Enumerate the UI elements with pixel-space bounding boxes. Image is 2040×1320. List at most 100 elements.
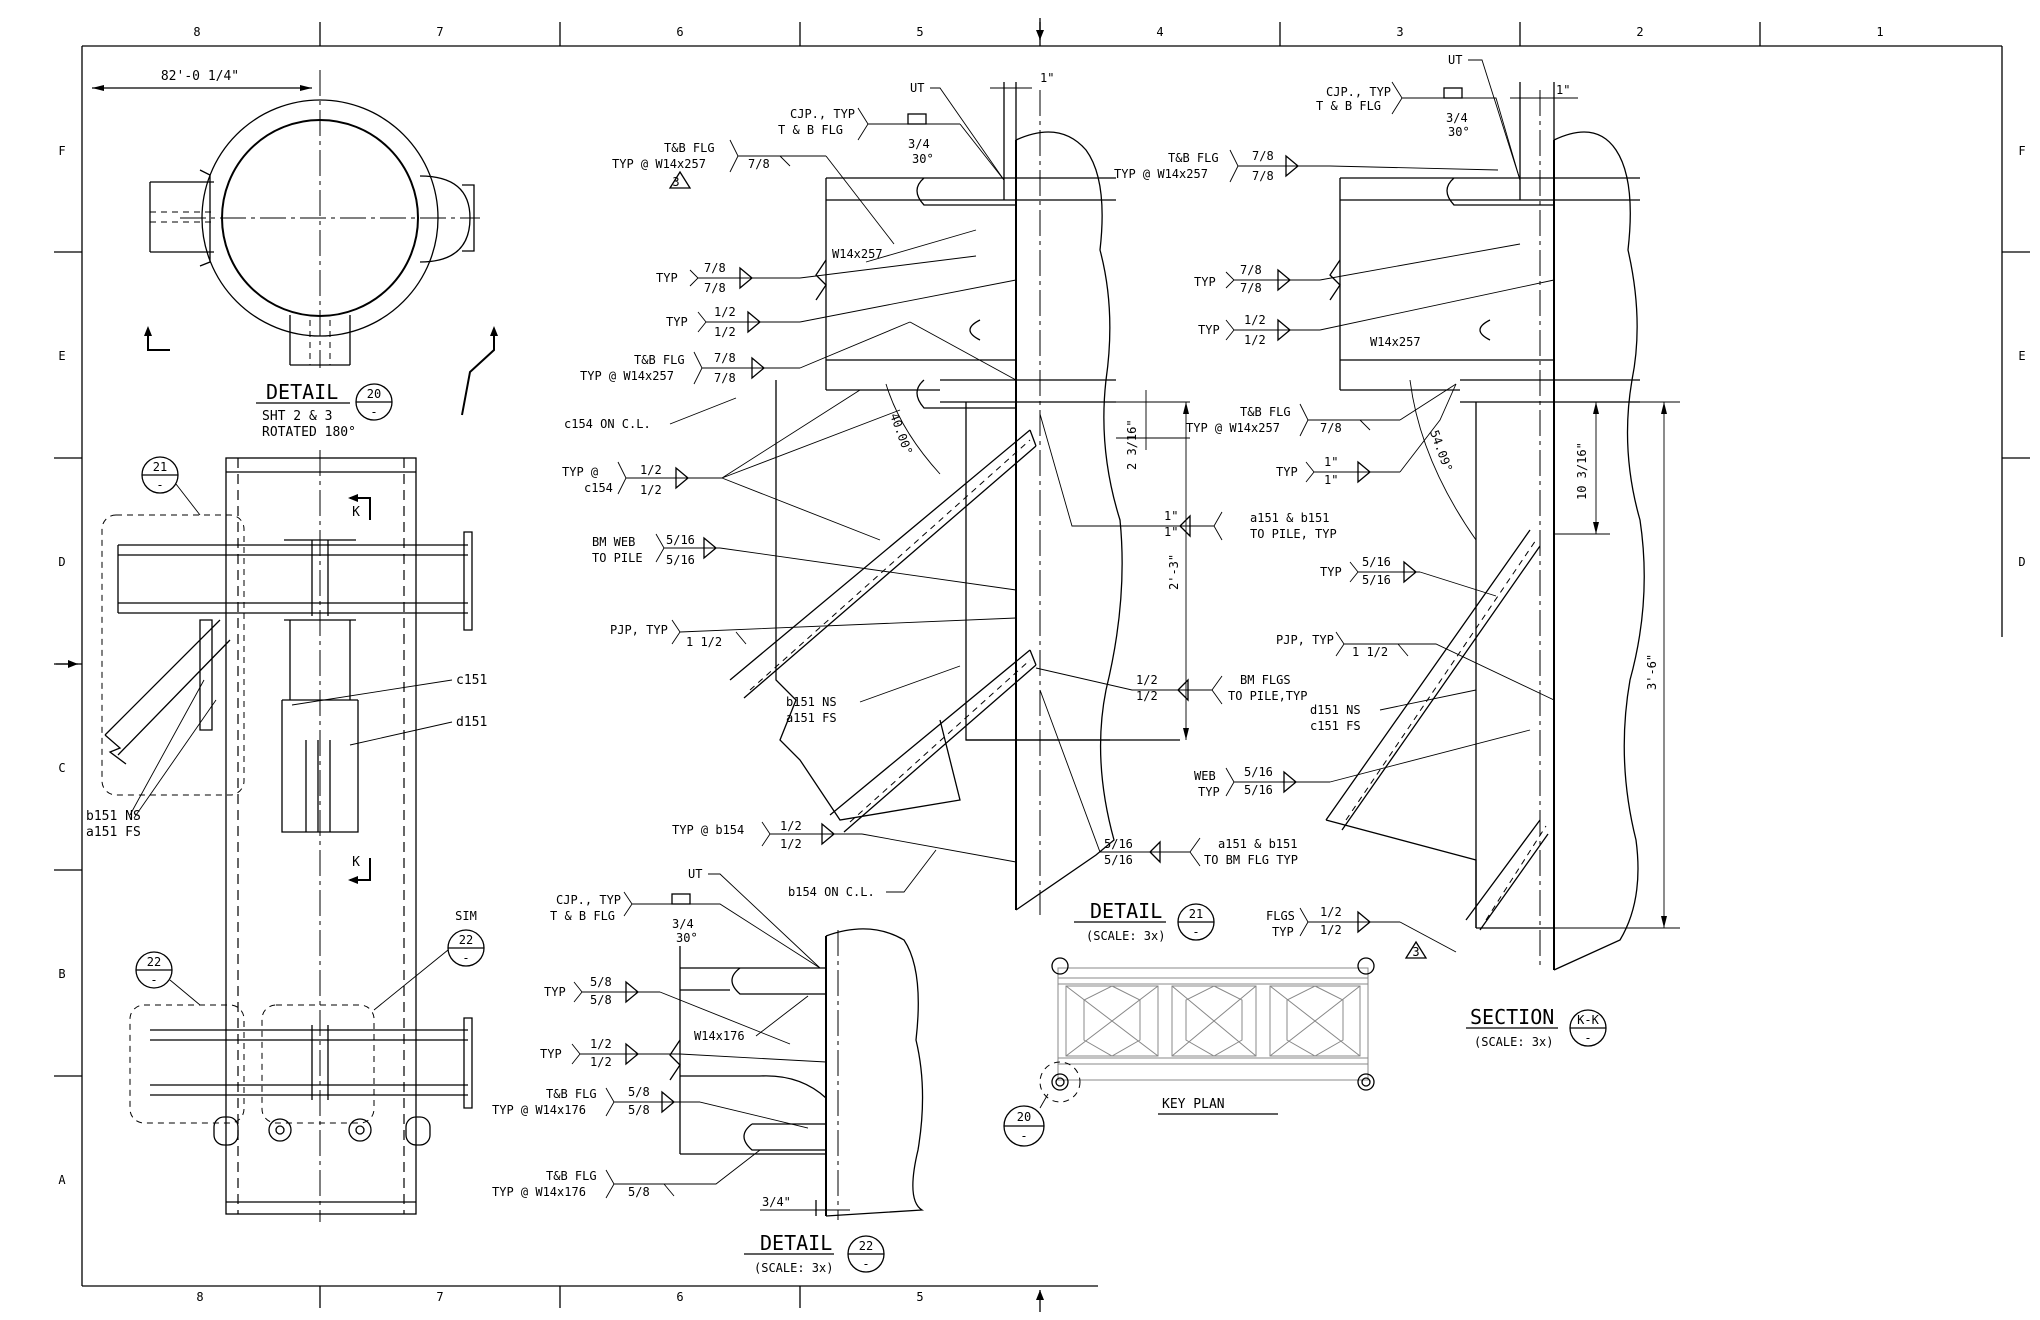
detail-20-bubble-num: 20 (367, 387, 381, 401)
d22-ut: UT (688, 867, 702, 881)
dim-2-3: 2'-3" (1167, 554, 1181, 590)
row-label: E (58, 349, 65, 363)
d22-w3-bb: 5/8 (628, 1103, 650, 1117)
kk-w3-b: 1/2 (1244, 333, 1266, 347)
d21-a151: a151 FS (786, 711, 837, 725)
d21-w10-b: 5/16 (1104, 853, 1133, 867)
d22-w4-a: T&B FLG (546, 1169, 597, 1183)
d21-w8-a: BM FLGS (1240, 673, 1291, 687)
col-label: 2 (1636, 25, 1643, 39)
zone-labels: 8 7 6 5 4 3 2 1 8 7 6 5 F E D C B A F E … (58, 25, 2025, 1304)
kk-dim-10-3-16: 10 3/16" (1575, 442, 1589, 500)
d21-w6-t: 5/16 (666, 533, 695, 547)
d22-bevel: 3/4 (672, 917, 694, 931)
callout-sim-sheet: - (462, 951, 469, 965)
kk-angle: 54.09° (1427, 428, 1455, 474)
kk-w6-a: TYP (1320, 565, 1342, 579)
col-label: 8 (193, 25, 200, 39)
kk-w8-t: 1/2 (1320, 905, 1342, 919)
d22-w2-t: 1/2 (590, 1037, 612, 1051)
callout-22-sheet: - (150, 973, 157, 987)
d21-tbflg: T & B FLG (778, 123, 843, 137)
kk-pjp-v: 1 1/2 (1352, 645, 1388, 659)
d22-cjp: CJP., TYP (556, 893, 621, 907)
d21-w1-c: 7/8 (748, 157, 770, 171)
d21-w4-b: TYP @ W14x257 (580, 369, 674, 383)
row-label: C (58, 761, 65, 775)
kk-w1-a: TYP @ W14x257 (1114, 167, 1208, 181)
callout-22-num: 22 (147, 955, 161, 969)
detail-21-bubble-sheet: - (1192, 925, 1199, 939)
detail-20-title: DETAIL (266, 380, 338, 404)
label-b151: b151 NS (86, 809, 141, 824)
d22-w4-b: TYP @ W14x176 (492, 1185, 586, 1199)
kk-bevel-ang: 30° (1448, 125, 1470, 139)
d21-w4-a: T&B FLG (634, 353, 685, 367)
detail-22-scale: (SCALE: 3x) (754, 1261, 833, 1275)
kk-w2-t: 7/8 (1240, 263, 1262, 277)
d21-w6-a: BM WEB (592, 535, 635, 549)
kk-cjp: CJP., TYP (1326, 85, 1391, 99)
kk-w2-a: TYP (1194, 275, 1216, 289)
section-kk-bubble-sheet: - (1584, 1031, 1591, 1045)
d22-w14: W14x176 (694, 1029, 745, 1043)
d21-ut: UT (910, 81, 924, 95)
d22-w3-a: T&B FLG (546, 1087, 597, 1101)
row-label: E (2018, 349, 2025, 363)
col-label: 8 (196, 1290, 203, 1304)
col-label: 5 (916, 25, 923, 39)
kk-bevel: 3/4 (1446, 111, 1468, 125)
kk-w1-t: 7/8 (1252, 149, 1274, 163)
d21-w3-a: TYP (666, 315, 688, 329)
detail-21-title: DETAIL (1090, 899, 1162, 923)
kk-w3-t: 1/2 (1244, 313, 1266, 327)
d21-rev: 3 (672, 175, 679, 189)
pile-elevation: 21 - K K c151 d151 b151 NS a151 FS (86, 450, 487, 1222)
col-label: 4 (1156, 25, 1163, 39)
d21-w7-c: TO PILE, TYP (1250, 527, 1337, 541)
col-label: 7 (436, 25, 443, 39)
col-label: 3 (1396, 25, 1403, 39)
kk-w1-bb: 7/8 (1252, 169, 1274, 183)
kk-pjp: PJP, TYP (1276, 633, 1334, 647)
detail-20-bubble-sheet: - (370, 405, 377, 419)
row-label: D (58, 555, 65, 569)
d22-tbflg: T & B FLG (550, 909, 615, 923)
d22-w1-b: 5/8 (590, 993, 612, 1007)
kk-ut: UT (1448, 53, 1462, 67)
kk-w2-b: 7/8 (1240, 281, 1262, 295)
row-label: A (58, 1173, 66, 1187)
row-label: F (2018, 144, 2025, 158)
kk-c151: c151 FS (1310, 719, 1361, 733)
d21-w5-b: c154 (584, 481, 613, 495)
d21-w3-b: 1/2 (714, 325, 736, 339)
detail-22-bubble-sheet: - (862, 1257, 869, 1271)
d21-w5-bb: 1/2 (640, 483, 662, 497)
detail-22-title: DETAIL (760, 1231, 832, 1255)
kk-rev: 3 (1412, 945, 1419, 959)
d21-w6-bb: 5/16 (666, 553, 695, 567)
col-label: 1 (1876, 25, 1883, 39)
d21-c154: c154 ON C.L. (564, 417, 651, 431)
kk-w8-a: FLGS (1266, 909, 1295, 923)
key-plan-title: KEY PLAN (1162, 1097, 1225, 1112)
kk-w4-t: 7/8 (1320, 421, 1342, 435)
label-c151: c151 (456, 673, 487, 688)
key-plan: 20 - KEY PLAN (1003, 957, 1375, 1147)
sheet-border (54, 18, 2030, 1312)
kk-w4-b: TYP @ W14x257 (1186, 421, 1280, 435)
kk-w6-t: 5/16 (1362, 555, 1391, 569)
d21-cjp: CJP., TYP (790, 107, 855, 121)
detail-22-bubble-num: 22 (859, 1239, 873, 1253)
d21-w10-t: 5/16 (1104, 837, 1133, 851)
d21-b151: b151 NS (786, 695, 837, 709)
d21-w14: W14x257 (832, 247, 883, 261)
detail-21: 2 3/16" 2'-3" 40.00° UT 1" CJP., TYP T &… (562, 71, 1337, 943)
d21-w8-t: 1/2 (1136, 673, 1158, 687)
d21-w9-a: TYP @ b154 (672, 823, 744, 837)
col-label: 6 (676, 25, 683, 39)
kk-w14: W14x257 (1370, 335, 1421, 349)
detail-20-note-sheet: SHT 2 & 3 (262, 409, 332, 424)
dim-2-3-16: 2 3/16" (1125, 419, 1139, 470)
kk-w3-a: TYP (1198, 323, 1220, 337)
